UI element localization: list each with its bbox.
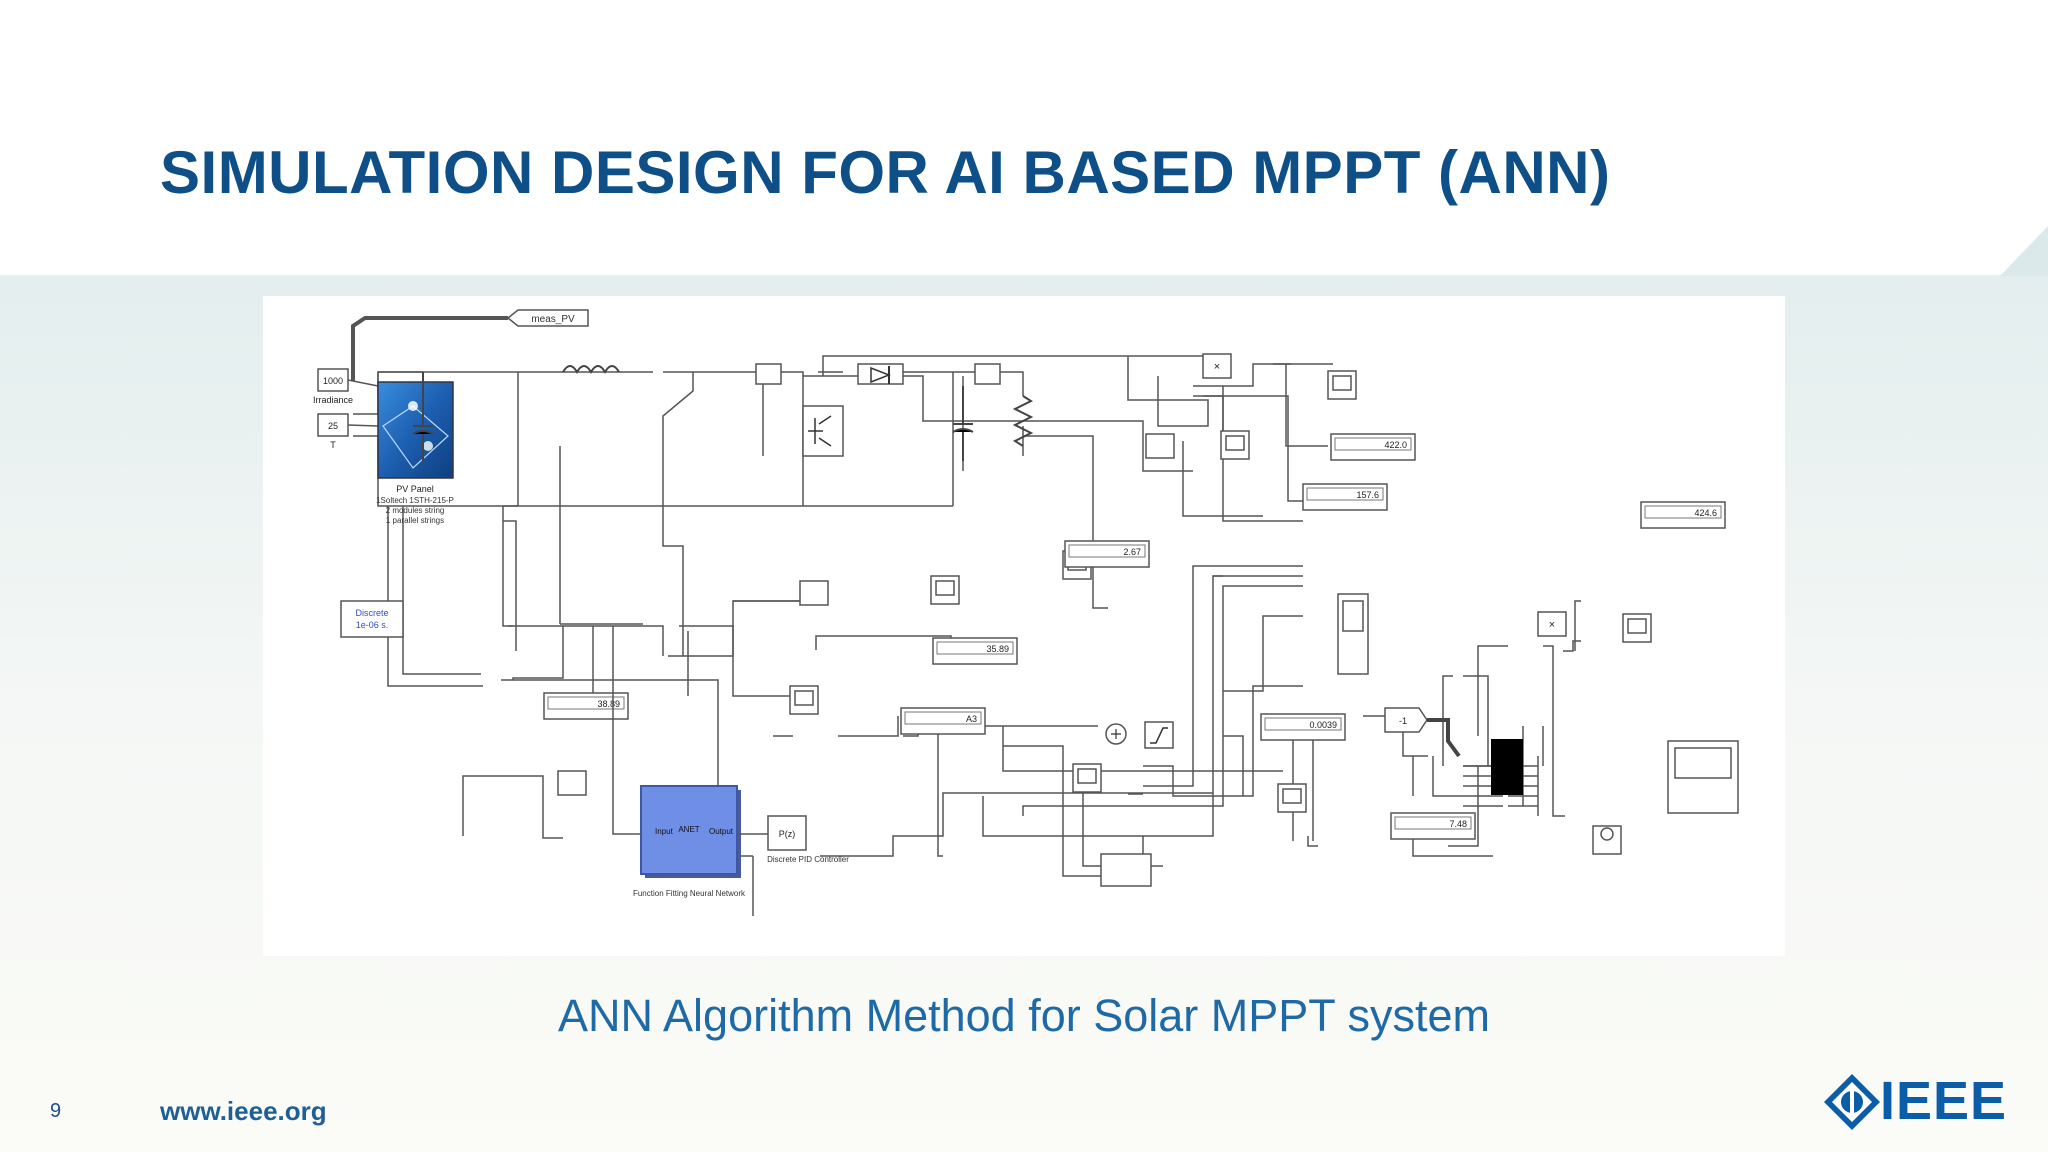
simulink-diagram: meas_PV 1000 Irradiance 25 T PV Panel 1S… bbox=[263, 296, 1785, 956]
nn-block-label: Function Fitting Neural Network bbox=[633, 889, 746, 898]
pv-panel-graphic bbox=[382, 405, 449, 469]
ieee-logo: IEEE bbox=[1824, 1070, 2008, 1131]
powergui-line-2: 1e-06 s. bbox=[356, 620, 389, 630]
powergui-block bbox=[340, 600, 404, 638]
voltage-measurement-in bbox=[799, 580, 829, 606]
pid-label: Discrete PID Controller bbox=[767, 855, 849, 864]
ieee-diamond-icon bbox=[1824, 1074, 1880, 1130]
nn-output-port: Output bbox=[709, 827, 734, 836]
scope-blocks bbox=[789, 370, 1739, 855]
output-power-product-sign: × bbox=[1549, 619, 1555, 631]
figure-caption: ANN Algorithm Method for Solar MPPT syst… bbox=[558, 990, 1490, 1041]
output-capacitor bbox=[952, 386, 974, 461]
powergui-line-1: Discrete bbox=[355, 608, 388, 618]
pv-panel-desc-1: 1Soltech 1STH-215-P bbox=[376, 496, 454, 505]
slide-header: SIMULATION DESIGN FOR AI BASED MPPT (ANN… bbox=[0, 0, 2048, 276]
goto-tag-block bbox=[506, 309, 589, 327]
pv-panel-desc-2: 2 modules string bbox=[386, 506, 445, 515]
display-value: 35.89 bbox=[986, 644, 1009, 654]
display-readout bbox=[1334, 437, 1412, 451]
footer-url[interactable]: www.ieee.org bbox=[160, 1096, 327, 1126]
pv-power-product bbox=[557, 770, 587, 796]
ieee-logo-text: IEEE bbox=[1880, 1071, 2008, 1131]
irradiance-label: Irradiance bbox=[313, 395, 353, 405]
display-value: A3 bbox=[966, 714, 977, 724]
display-value: 157.6 bbox=[1356, 490, 1379, 500]
display-readout bbox=[1394, 816, 1472, 830]
display-value: 7.48 bbox=[1449, 819, 1467, 829]
display-value: 424.6 bbox=[1694, 508, 1717, 518]
pid-text: P(z) bbox=[779, 829, 796, 839]
temperature-value: 25 bbox=[328, 421, 338, 431]
page-number: 9 bbox=[50, 1100, 62, 1122]
display-readout bbox=[904, 711, 982, 725]
display-readout bbox=[1264, 717, 1342, 731]
neural-network-block[interactable] bbox=[640, 785, 738, 875]
display-readout bbox=[936, 641, 1014, 655]
power-product-sign: × bbox=[1214, 361, 1220, 373]
display-readout bbox=[547, 696, 625, 710]
display-value: 38.89 bbox=[597, 699, 620, 709]
power-product-block bbox=[1202, 353, 1232, 379]
pv-panel-desc-3: 1 parallel strings bbox=[386, 516, 444, 525]
display-value: 2.67 bbox=[1123, 547, 1141, 557]
pv-panel-label: PV Panel bbox=[396, 484, 434, 494]
current-measurement-2 bbox=[974, 363, 1001, 385]
bus-selector-block bbox=[1491, 739, 1523, 795]
irradiance-value: 1000 bbox=[323, 376, 343, 386]
display-value: 422.0 bbox=[1384, 440, 1407, 450]
boost-inductor bbox=[562, 365, 620, 374]
pwm-generator-block bbox=[1100, 853, 1152, 887]
goto-tag-text: meas_PV bbox=[531, 314, 575, 325]
display-readout bbox=[1068, 544, 1146, 558]
display-readout bbox=[1644, 505, 1722, 519]
nn-block-title: ANET bbox=[678, 825, 699, 834]
display-value: 0.0039 bbox=[1309, 720, 1337, 730]
output-power-product bbox=[1537, 611, 1567, 637]
load-resistor bbox=[1012, 395, 1034, 447]
simulink-canvas: meas_PV 1000 Irradiance 25 T PV Panel 1S… bbox=[313, 309, 1739, 916]
temperature-label: T bbox=[330, 440, 336, 450]
header-corner-accent bbox=[2000, 226, 2048, 276]
nn-input-port: Input bbox=[655, 827, 674, 836]
right-constant-block bbox=[1384, 707, 1428, 733]
boost-diode bbox=[857, 363, 904, 385]
pid-controller-block[interactable] bbox=[767, 815, 807, 851]
voltage-measurement-out bbox=[1145, 433, 1175, 459]
display-readout bbox=[1306, 487, 1384, 501]
current-measurement-1 bbox=[755, 363, 782, 385]
right-constant-value: -1 bbox=[1399, 716, 1407, 726]
slide-title: SIMULATION DESIGN FOR AI BASED MPPT (ANN… bbox=[160, 139, 1611, 206]
input-capacitor bbox=[412, 372, 434, 461]
